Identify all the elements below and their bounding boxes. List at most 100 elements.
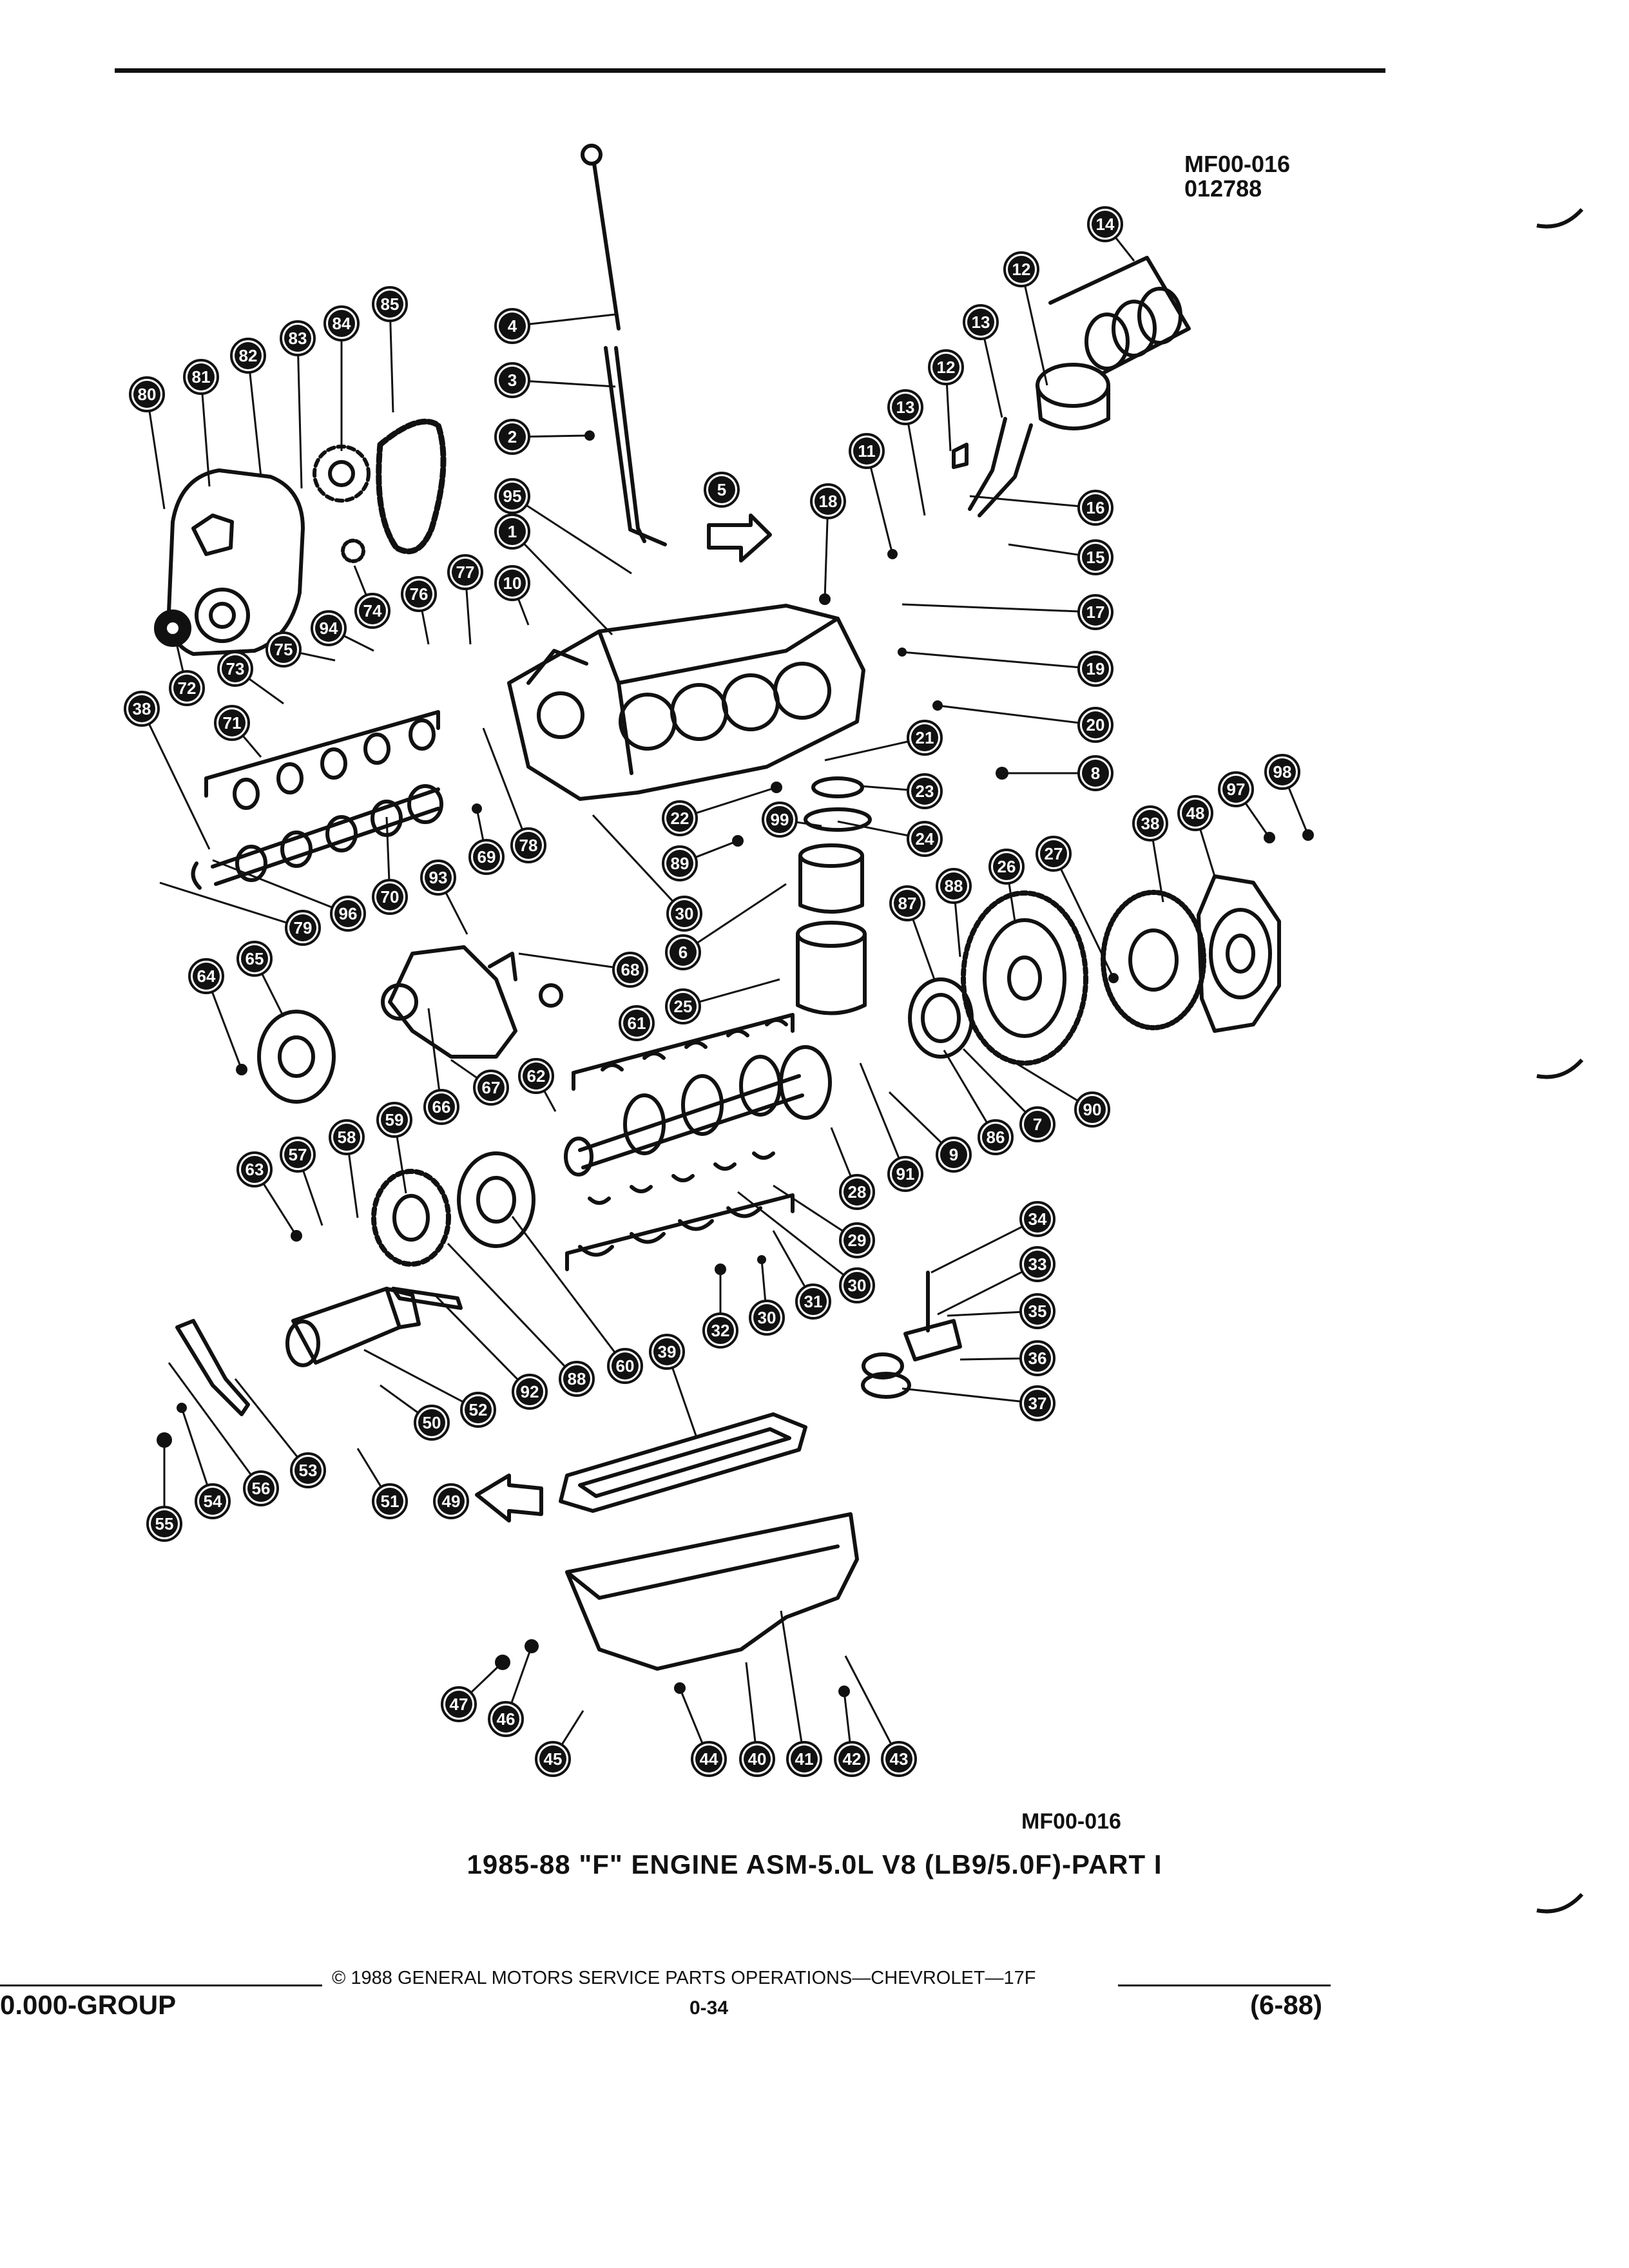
callout-number: 88 [945, 876, 963, 896]
callout-number: 20 [1086, 715, 1105, 735]
callout-98: 98 [1264, 754, 1300, 790]
callout-20: 20 [1077, 707, 1113, 743]
callout-fill [315, 615, 342, 642]
callout-leader-line [248, 677, 284, 705]
callout-83: 83 [280, 320, 316, 356]
callout-17: 17 [1077, 594, 1113, 630]
callout-fill [670, 993, 697, 1020]
callout-number: 53 [299, 1461, 318, 1480]
callout-87: 87 [889, 885, 925, 921]
main-caps-drawing [565, 1193, 795, 1271]
callout-29: 29 [839, 1222, 875, 1258]
callout-41: 41 [786, 1741, 822, 1777]
callout-leader-line [773, 1184, 844, 1233]
callout-47: 47 [441, 1686, 477, 1722]
callout-fill [1008, 256, 1035, 283]
callout-leader-line [1199, 829, 1216, 877]
cam-bearings-drawing [204, 710, 440, 810]
callout-leader-line [523, 543, 613, 636]
callout-leader-line [343, 635, 374, 652]
callout-72: 72 [169, 670, 205, 706]
callout-number: 31 [804, 1292, 823, 1311]
callout-leader-line [528, 434, 590, 438]
callout-fill [1082, 599, 1109, 626]
callout-31: 31 [795, 1283, 831, 1320]
callout-number: 60 [616, 1356, 635, 1376]
starter-motor-drawing [285, 1287, 421, 1367]
callout-34: 34 [1019, 1201, 1055, 1237]
callout-leader-line [943, 1050, 988, 1124]
callout-leader-line [696, 883, 787, 944]
figure-code-footer: MF00-016 [1021, 1809, 1121, 1834]
callout-61: 61 [619, 1005, 655, 1041]
callout-leader-line [300, 651, 336, 662]
callout-number: 66 [432, 1097, 451, 1117]
callout-13: 13 [963, 304, 999, 340]
callout-fill [800, 1288, 827, 1315]
callout-number: 14 [1096, 215, 1115, 234]
callout-leader-line [930, 1225, 1023, 1274]
callout-number: 87 [898, 894, 917, 913]
callout-59: 59 [376, 1102, 412, 1138]
callout-fill [1137, 810, 1164, 837]
callout-fill [617, 956, 644, 983]
callout-leader-line [671, 1367, 697, 1436]
callout-leader-line [297, 354, 303, 489]
callout-12: 12 [928, 349, 964, 385]
callout-fill [982, 1124, 1009, 1151]
callout-30: 30 [839, 1267, 875, 1303]
main-bearings-drawing [572, 1013, 795, 1205]
callout-leader-line [518, 952, 614, 968]
callout-fill [853, 437, 880, 465]
callout-37: 37 [1019, 1385, 1055, 1421]
callout-44: 44 [691, 1741, 727, 1777]
callout-leader-line [421, 610, 430, 645]
callout-leader-line [901, 651, 1079, 669]
callout-fill [199, 1488, 226, 1515]
callout-number: 27 [1045, 844, 1063, 863]
callout-fill [695, 1745, 722, 1773]
callout-number: 93 [429, 868, 448, 887]
callout-9: 9 [936, 1137, 972, 1173]
callout-fill [270, 636, 297, 663]
callout-leader-line [962, 1048, 1027, 1113]
callout-number: 38 [133, 699, 151, 718]
callout-66: 66 [423, 1089, 459, 1125]
callout-fill [708, 476, 735, 503]
callout-4: 4 [494, 308, 530, 344]
callout-6: 6 [665, 934, 701, 970]
callout-fill [516, 1378, 543, 1405]
callout-number: 23 [916, 782, 934, 801]
callout-fill [1182, 800, 1209, 827]
callout-number: 73 [226, 659, 245, 678]
callout-leader-line [148, 410, 166, 510]
binder-punch-mark [1536, 207, 1584, 229]
callout-number: 94 [320, 619, 338, 638]
callout-leader-line [212, 859, 333, 908]
callout-leader-line [180, 1407, 209, 1486]
callout-60: 60 [607, 1348, 643, 1384]
callout-leader-line [356, 1448, 382, 1488]
callout-fill [151, 1510, 178, 1537]
callout-43: 43 [881, 1741, 917, 1777]
callout-leader-line [174, 637, 184, 673]
callout-18: 18 [810, 483, 846, 519]
callout-number: 96 [339, 904, 358, 923]
callout-fill [791, 1745, 818, 1773]
callout-number: 85 [381, 294, 400, 314]
callout-fill [499, 483, 526, 510]
callout-fill [289, 914, 316, 941]
callout-number: 43 [890, 1749, 909, 1769]
figure-code-header: MF00-016 012788 [1184, 152, 1290, 201]
callout-fill [218, 709, 246, 736]
callout-fill [499, 570, 526, 597]
callout-leader-line [983, 338, 1003, 418]
callout-39: 39 [649, 1334, 685, 1370]
callout-number: 30 [758, 1308, 776, 1327]
clutch-disc-drawing [1101, 890, 1206, 1030]
callout-fill [235, 342, 262, 369]
callout-number: 80 [138, 385, 157, 404]
callout-89: 89 [662, 845, 698, 881]
callout-5: 5 [704, 472, 740, 508]
callout-number: 46 [497, 1709, 516, 1729]
